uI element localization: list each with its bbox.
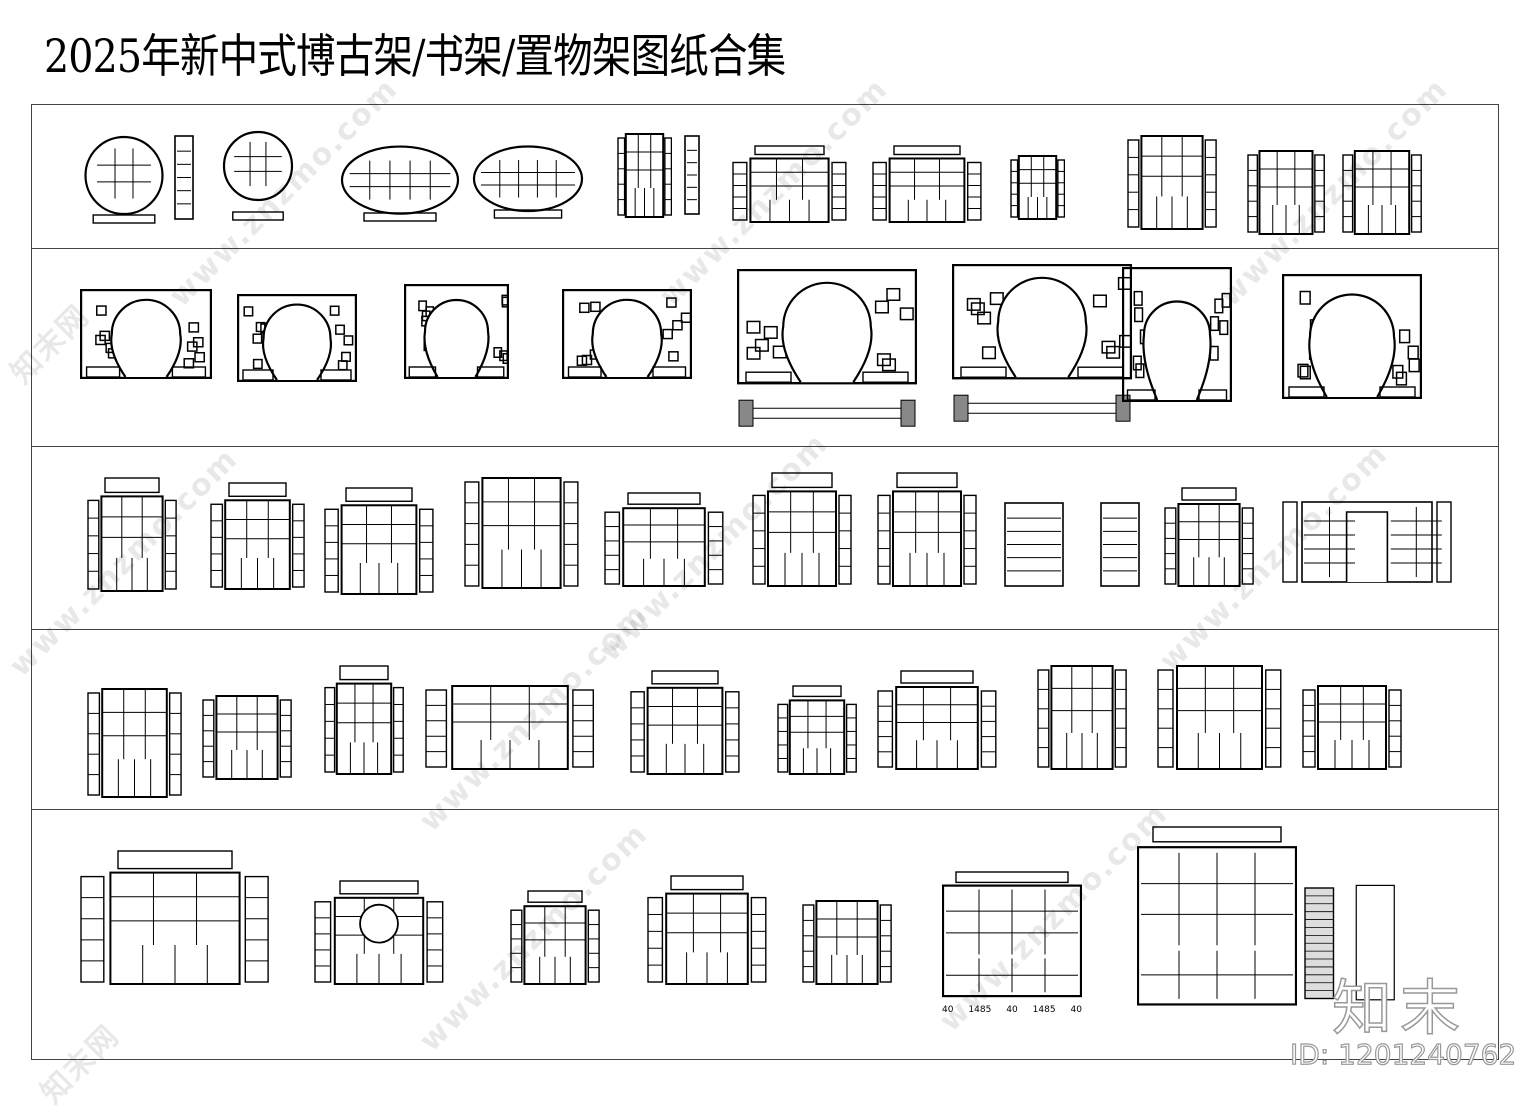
cad-drawing [210, 482, 305, 590]
cad-drawing [1282, 274, 1422, 399]
cad-drawing [340, 145, 460, 223]
cad-drawing [877, 472, 977, 587]
cad-drawing [604, 492, 724, 587]
dimension-labels: 40148540148540 [942, 1005, 1082, 1015]
cad-drawing [952, 264, 1132, 424]
drawing-row-2 [32, 249, 1498, 447]
cad-drawing [732, 145, 847, 223]
cad-drawing [562, 289, 692, 379]
drawing-row-3 [32, 447, 1498, 630]
cad-drawing [617, 133, 672, 218]
cad-drawing [80, 289, 212, 379]
cad-drawing [1122, 267, 1232, 402]
cad-drawing [80, 850, 270, 985]
cad-drawing [1342, 150, 1422, 235]
cad-drawing [1127, 135, 1217, 230]
image-id-label: ID: 1201240762 [1290, 1038, 1516, 1071]
cad-drawing [464, 477, 579, 589]
cad-drawing [684, 135, 700, 215]
cad-drawing [1282, 487, 1452, 587]
cad-drawing [80, 135, 168, 225]
cad-drawing [647, 875, 767, 985]
cad-drawing [752, 472, 852, 587]
cad-drawing [222, 130, 294, 222]
cad-drawing [737, 269, 917, 429]
cad-drawing [1157, 665, 1282, 770]
page-title: 2025年新中式博古架/书架/置物架图纸合集 [44, 24, 785, 88]
cad-drawing [237, 294, 357, 382]
cad-drawing [1037, 665, 1127, 770]
cad-drawing [174, 135, 194, 220]
drawing-sheet: 40148540148540 [31, 104, 1499, 1060]
cad-drawing [942, 870, 1082, 1000]
cad-drawing [510, 890, 600, 985]
cad-drawing [1247, 150, 1325, 235]
cad-drawing [314, 880, 444, 985]
cad-drawing [404, 284, 509, 379]
cad-drawing [1137, 825, 1297, 1010]
cad-drawing [472, 145, 584, 220]
cad-drawing [777, 685, 857, 775]
cad-drawing [87, 688, 182, 798]
drawing-row-1 [32, 105, 1498, 249]
cad-drawing [630, 670, 740, 775]
cad-drawing [1302, 685, 1402, 770]
cad-drawing [425, 685, 595, 770]
cad-drawing [872, 145, 982, 223]
cad-drawing [1010, 155, 1065, 220]
cad-drawing [802, 900, 892, 985]
drawing-row-5: 40148540148540 [32, 810, 1498, 1061]
cad-drawing [877, 670, 997, 770]
cad-drawing [324, 665, 404, 775]
cad-drawing [1100, 502, 1140, 587]
drawing-row-4 [32, 630, 1498, 810]
cad-drawing [1004, 502, 1064, 587]
cad-drawing [202, 695, 292, 780]
brand-logo: 知末 [1332, 960, 1468, 1047]
cad-drawing [1164, 487, 1254, 587]
cad-drawing [324, 487, 434, 595]
cad-drawing [87, 477, 177, 592]
